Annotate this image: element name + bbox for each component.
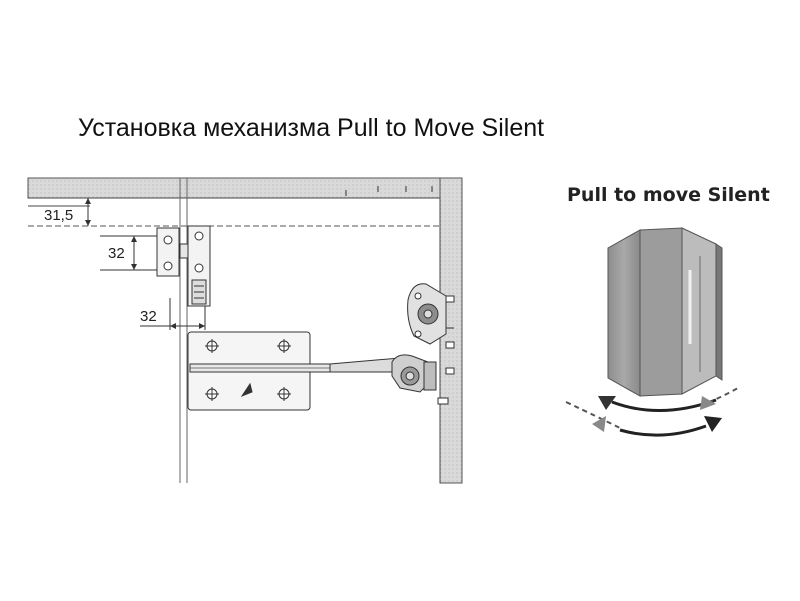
panel-marks bbox=[345, 186, 433, 196]
dimension-31-5: 31,5 bbox=[44, 198, 91, 226]
rotation-arrows bbox=[565, 387, 739, 437]
dimension-label-32-horizontal: 32 bbox=[140, 308, 157, 325]
arrow-left-head bbox=[598, 396, 616, 410]
side-hinge bbox=[407, 283, 454, 345]
cabinet-top-panel bbox=[27, 177, 463, 227]
diagram-title: Установка механизма Pull to Move Silent bbox=[78, 114, 545, 142]
upper-mounting-bracket bbox=[156, 225, 211, 307]
dimension-label-31-5: 31,5 bbox=[44, 207, 73, 224]
door-edge bbox=[179, 178, 188, 483]
dimension-label-32-vertical: 32 bbox=[108, 245, 125, 262]
pivot-mechanism bbox=[391, 354, 437, 393]
arrow-right-head bbox=[704, 416, 722, 432]
side-panel-screws bbox=[437, 295, 455, 405]
cabinet-side-panel bbox=[439, 177, 463, 484]
folding-door-illustration bbox=[607, 227, 723, 397]
product-label: Pull to move Silent bbox=[567, 184, 770, 206]
